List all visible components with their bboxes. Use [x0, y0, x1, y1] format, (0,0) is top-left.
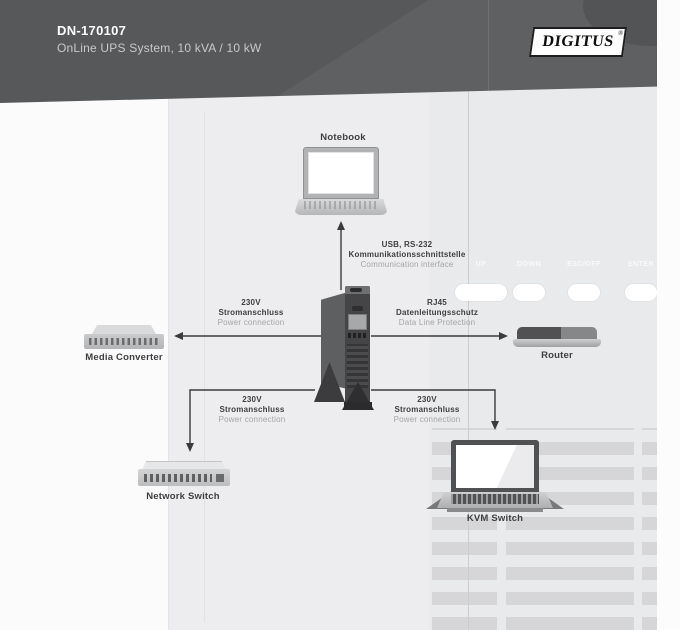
mc-subtitle-en: Power connection — [217, 318, 285, 327]
router-conn-subtitle-de: Datenleitungsschutz — [395, 308, 479, 317]
ns-title: 230V — [242, 395, 262, 404]
router-base — [513, 339, 601, 347]
connection-label-network-switch: 230V Stromanschluss Power connection — [192, 395, 312, 425]
ups-vent-grille — [347, 344, 368, 388]
connector-ups-network-switch — [186, 389, 315, 452]
usb-subtitle-en: Communication interface — [360, 260, 454, 269]
kvm-switch-screen — [451, 440, 539, 493]
network-switch-label: Network Switch — [146, 491, 220, 502]
kvm-title: 230V — [417, 395, 437, 404]
ns-subtitle-de: Stromanschluss — [219, 405, 285, 414]
bg-button-label-up: UP — [475, 261, 487, 268]
bg-button-label-enter: ENTER — [627, 261, 655, 268]
page-right-margin — [657, 0, 680, 630]
media-converter-ports — [89, 338, 159, 345]
connection-label-usb: USB, RS-232 Kommunikationsschnittstelle … — [327, 240, 487, 270]
bg-vent-grille-gap — [497, 428, 506, 630]
bg-ups-side-panel — [168, 60, 430, 630]
router-conn-subtitle-en: Data Line Protection — [398, 318, 476, 327]
router-device — [517, 327, 597, 340]
network-switch-device — [138, 469, 230, 486]
kvm-switch-base — [447, 508, 543, 512]
kvm-switch-label: KVM Switch — [466, 513, 524, 524]
connection-label-media-converter: 230V Stromanschluss Power connection — [191, 298, 311, 328]
bg-vent-grille-gap — [634, 428, 642, 630]
ups-handle-slot — [350, 288, 362, 292]
kvm-subtitle-de: Stromanschluss — [394, 405, 460, 414]
connection-label-kvm-switch: 230V Stromanschluss Power connection — [367, 395, 487, 425]
connector-ups-media-converter — [174, 332, 327, 340]
ns-subtitle-en: Power connection — [218, 415, 286, 424]
bg-button-esc-off — [568, 284, 600, 301]
media-converter-label: Media Converter — [85, 352, 163, 363]
product-model: DN-170107 — [57, 23, 127, 38]
mc-subtitle-de: Stromanschluss — [218, 308, 284, 317]
router-label: Router — [541, 350, 573, 361]
bg-button-down — [513, 284, 545, 301]
media-converter-top — [92, 325, 156, 334]
ups-control-buttons — [348, 333, 367, 338]
kvm-switch-keyboard — [437, 492, 553, 508]
notebook-screen — [303, 147, 379, 199]
media-converter-device — [84, 334, 164, 349]
bg-button-enter — [625, 284, 657, 301]
kvm-switch-display — [456, 445, 534, 488]
bg-button-label-esc-off: ESC/OFF — [567, 261, 601, 268]
notebook-label: Notebook — [320, 132, 366, 143]
usb-subtitle-de: Kommunikationsschnittstelle — [348, 250, 466, 259]
header-band: DN-170107 OnLine UPS System, 10 kVA / 10… — [0, 0, 680, 103]
connector-ups-kvm-switch — [371, 389, 499, 430]
connection-label-router: RJ45 Datenleitungsschutz Data Line Prote… — [377, 298, 497, 328]
ups-lcd-display — [348, 314, 367, 330]
kvm-switch-keys — [451, 494, 539, 504]
bg-panel-edge-line — [204, 112, 205, 622]
connector-ups-notebook — [337, 221, 345, 290]
router-conn-title: RJ45 — [427, 298, 447, 307]
header-curve-outline — [488, 0, 680, 103]
ups-top-cap — [345, 286, 370, 294]
mc-title: 230V — [241, 298, 261, 307]
notebook-keys — [304, 201, 378, 209]
network-switch-ports — [144, 474, 212, 482]
product-subtitle: OnLine UPS System, 10 kVA / 10 kW — [57, 41, 262, 55]
notebook-display — [308, 152, 374, 194]
notebook-keyboard — [294, 199, 388, 215]
bg-button-up — [455, 284, 507, 301]
bg-button-label-down: DOWN — [516, 261, 542, 268]
ups-base — [344, 402, 372, 409]
connector-ups-router — [371, 332, 508, 340]
usb-title: USB, RS-232 — [381, 240, 433, 249]
network-switch-port-group — [216, 474, 224, 482]
ups-power-button — [352, 306, 363, 311]
kvm-subtitle-en: Power connection — [393, 415, 461, 424]
